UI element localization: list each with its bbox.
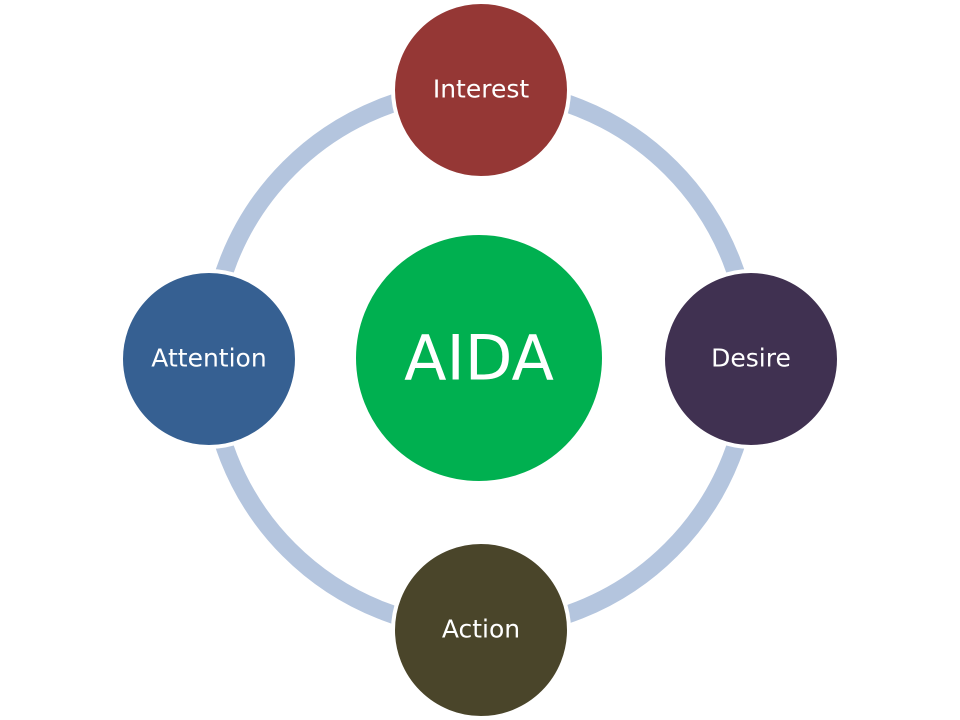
stage-label-interest: Interest	[433, 75, 530, 104]
stage-attention: Attention	[119, 269, 299, 449]
stage-interest: Interest	[391, 0, 571, 180]
stage-desire: Desire	[661, 269, 841, 449]
center-node: AIDA	[352, 231, 606, 485]
stage-action: Action	[391, 540, 571, 720]
stage-label-desire: Desire	[711, 344, 791, 373]
center-label: AIDA	[404, 322, 554, 395]
stage-label-attention: Attention	[151, 344, 266, 373]
stage-label-action: Action	[442, 615, 520, 644]
